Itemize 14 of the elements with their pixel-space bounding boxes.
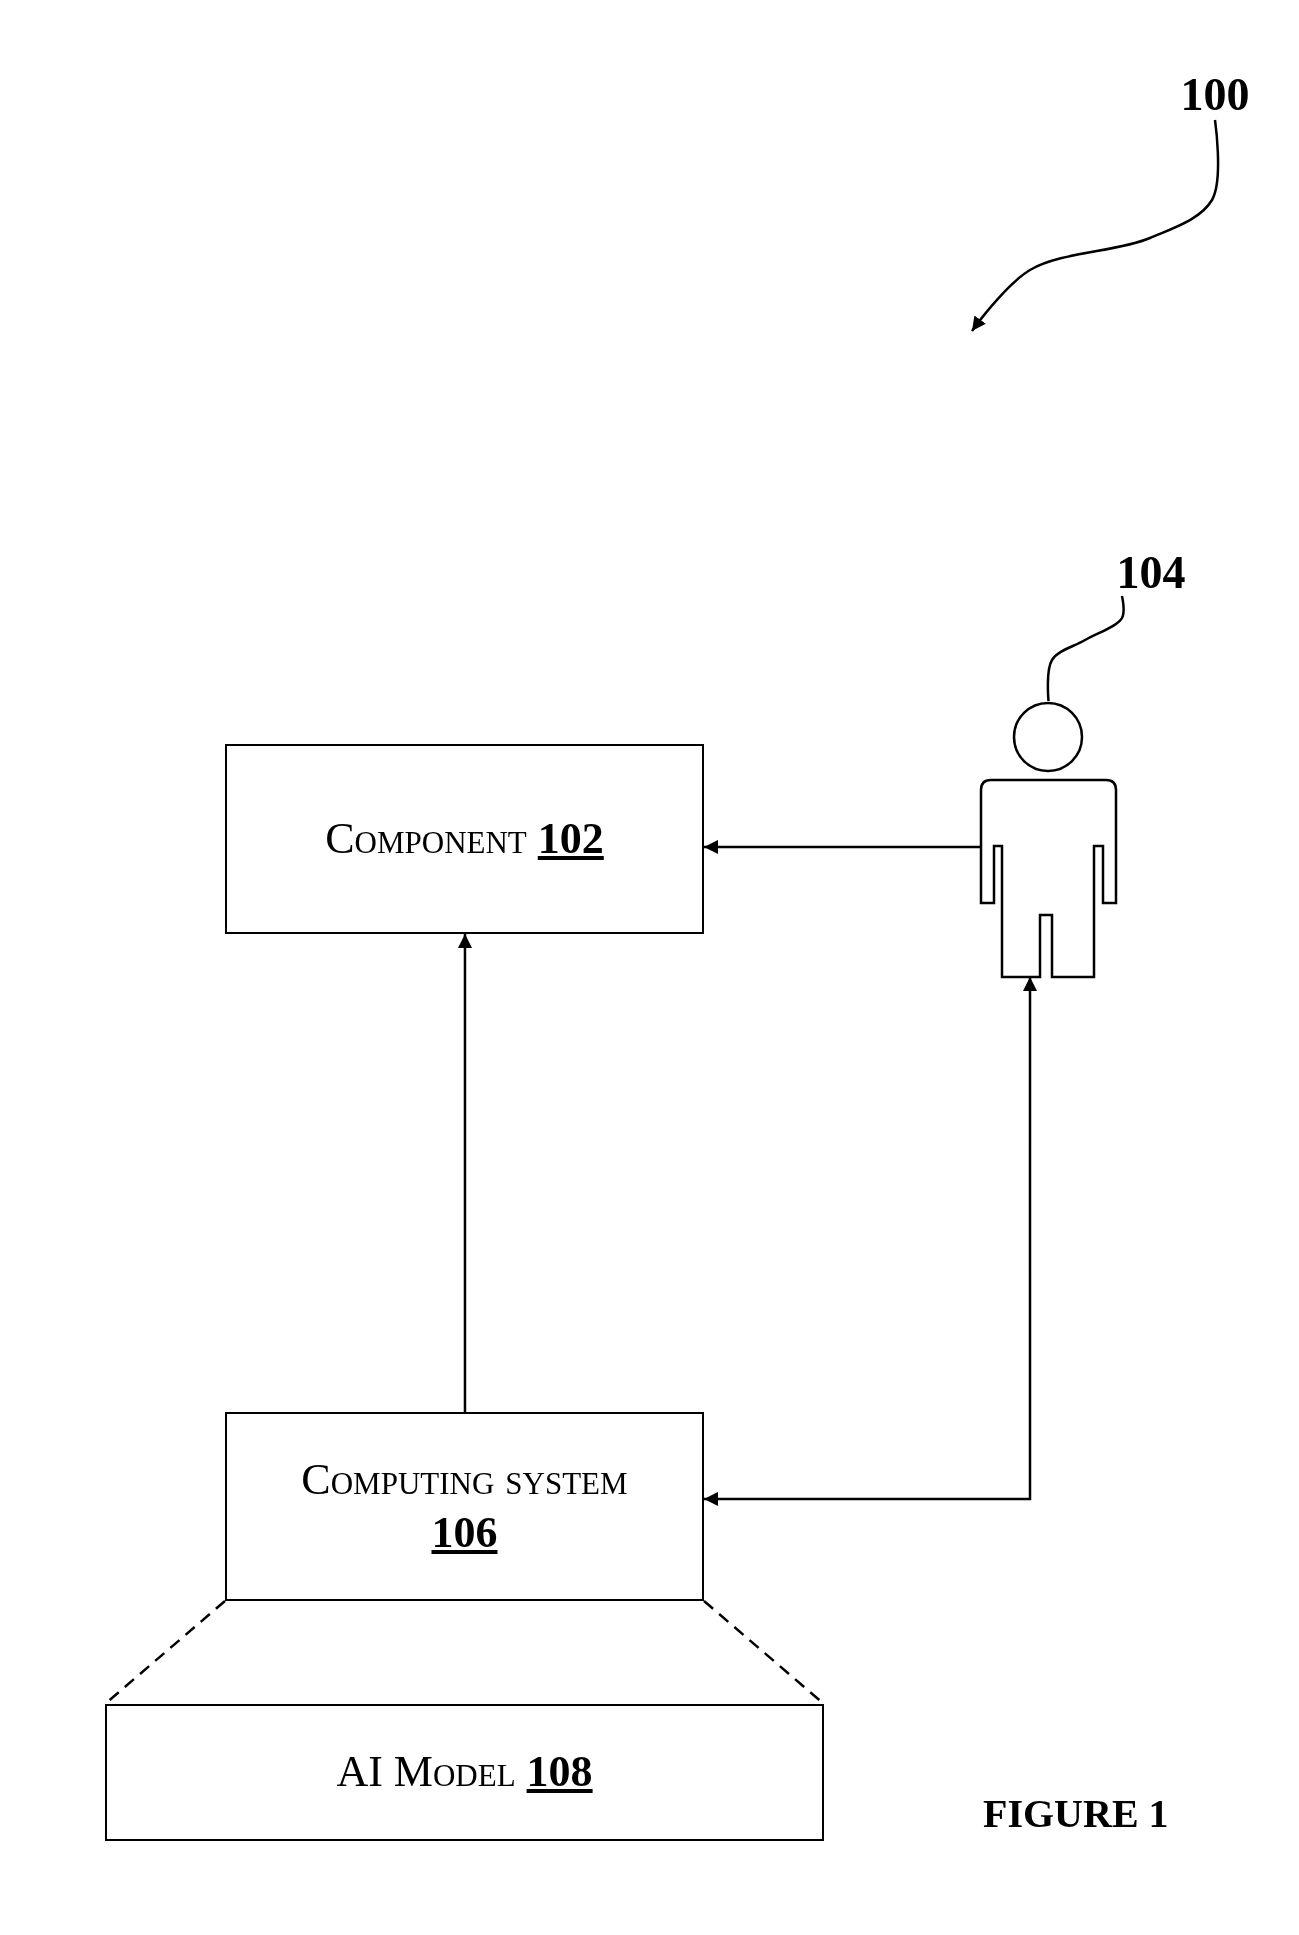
reference-number: 104 bbox=[1116, 545, 1186, 599]
reference-number: 100 bbox=[1180, 67, 1250, 121]
arrow bbox=[704, 977, 1037, 1506]
process-box bbox=[105, 1704, 824, 1841]
arrow bbox=[458, 934, 472, 1412]
box-label: Component 102 bbox=[325, 812, 604, 865]
connector-line bbox=[1046, 595, 1125, 702]
arrow bbox=[971, 119, 1220, 332]
box-label: AI Model 108 bbox=[336, 1746, 593, 1799]
box-label: Computing system 106 bbox=[301, 1453, 628, 1559]
process-box bbox=[225, 1412, 704, 1601]
arrow bbox=[704, 840, 981, 854]
process-box bbox=[225, 744, 704, 934]
figure-label: FIGURE 1 bbox=[983, 1790, 1169, 1837]
